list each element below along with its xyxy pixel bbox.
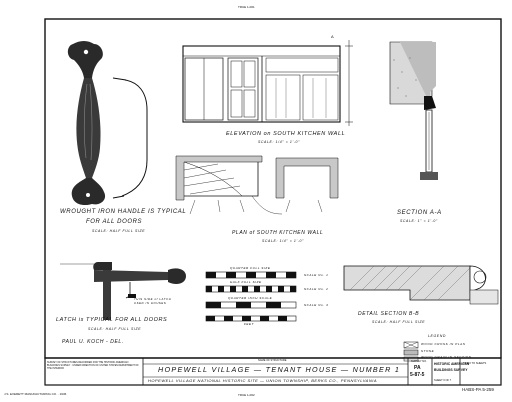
title-block-left-note: SURVEY OF STRUCTURES RECORDED FOR THE HI… [47, 361, 139, 371]
index-label: INDEX TO SHEETS [463, 362, 487, 365]
main-title: HOPEWELL VILLAGE — TENANT HOUSE — NUMBER… [158, 365, 401, 374]
top-mark: TRUE 1-001 [238, 5, 255, 9]
plan-title: PLAN of SOUTH KITCHEN WALL [232, 230, 324, 236]
latch-drawing [60, 262, 186, 320]
title-subtitle: HOPEWELL VILLAGE NATIONAL HISTORIC SITE … [148, 378, 377, 383]
scale-note-2: SCALE No. 2 [304, 287, 329, 291]
detail-bb-title: DETAIL SECTION B-B [358, 311, 420, 317]
legend-item-2: STONE [421, 349, 435, 353]
name-of-structure-label: NAME OF STRUCTURE [258, 359, 287, 362]
scale-note-3: SCALE No. 3 [304, 303, 329, 307]
plan-drawing [175, 155, 339, 215]
latch-scale: SCALE: HALF FULL SIZE [88, 327, 142, 331]
legend-item-1: WOOD CROSS IN PLAN [421, 342, 466, 346]
bottom-mark: TRUE 1-002 [238, 393, 255, 397]
elevation-scale: SCALE: 1/4" = 1'-0" [258, 140, 300, 144]
survey-no-label: SURVEY NO. [411, 360, 427, 363]
latch-title: LATCH is TYPICAL FOR ALL DOORS [56, 317, 168, 323]
handle-subtitle: FOR ALL DOORS [86, 219, 143, 225]
delineator: PAUL U. KOCH - DEL. [62, 339, 124, 345]
legend-title: LEGEND [428, 334, 446, 338]
section-aa-scale: SCALE: 1" = 1'-0" [400, 219, 438, 223]
detail-bb-drawing [343, 265, 499, 305]
sheet-number: HABS-PA 5-259 [462, 387, 494, 392]
scale-bars [205, 271, 297, 322]
scale-bar-1-label: QUARTER FULL SIZE [230, 266, 271, 270]
scale-bar-3-label: QUARTER INCH SCALE [228, 296, 273, 300]
title-block [44, 357, 502, 386]
agency-line-2: BUILDINGS SURVEY [434, 368, 468, 372]
legend-item-3: WOOD GRAIN IN SECTION [421, 355, 472, 359]
latch-note: THIS SIDE of LATCH USED IN HOUSES [134, 297, 172, 305]
handle-title: WROUGHT IRON HANDLE IS TYPICAL [60, 209, 187, 215]
elevation-drawing: A [182, 34, 353, 126]
agency-line-1: HISTORIC AMERICAN [434, 362, 470, 366]
elevation-title: ELEVATION on SOUTH KITCHEN WALL [226, 131, 346, 137]
survey-no: PA [414, 365, 421, 371]
scale-bar-4-label: FEET [244, 322, 255, 326]
section-aa-title: SECTION A-A [397, 210, 442, 216]
scale-note-1: SCALE No. 1 [304, 273, 329, 277]
printer-mark: J.S. EVERETT MANUFACTURING CO. · 1936 [4, 392, 67, 396]
legend-swatches [403, 341, 419, 362]
handle-scale: SCALE: HALF FULL SIZE [92, 229, 146, 233]
svg-text:A: A [331, 34, 334, 39]
section-aa-drawing [389, 41, 438, 180]
detail-bb-scale: SCALE: HALF FULL SIZE [372, 320, 426, 324]
handle-drawing [67, 41, 148, 206]
scale-bar-2-label: HALF FULL SIZE [230, 280, 262, 284]
survey-no-2: 5-87-5 [410, 372, 425, 378]
plan-scale: SCALE: 1/4" = 1'-0" [262, 239, 304, 243]
sheet-count: SHEET 6 OF 7 [434, 379, 452, 382]
